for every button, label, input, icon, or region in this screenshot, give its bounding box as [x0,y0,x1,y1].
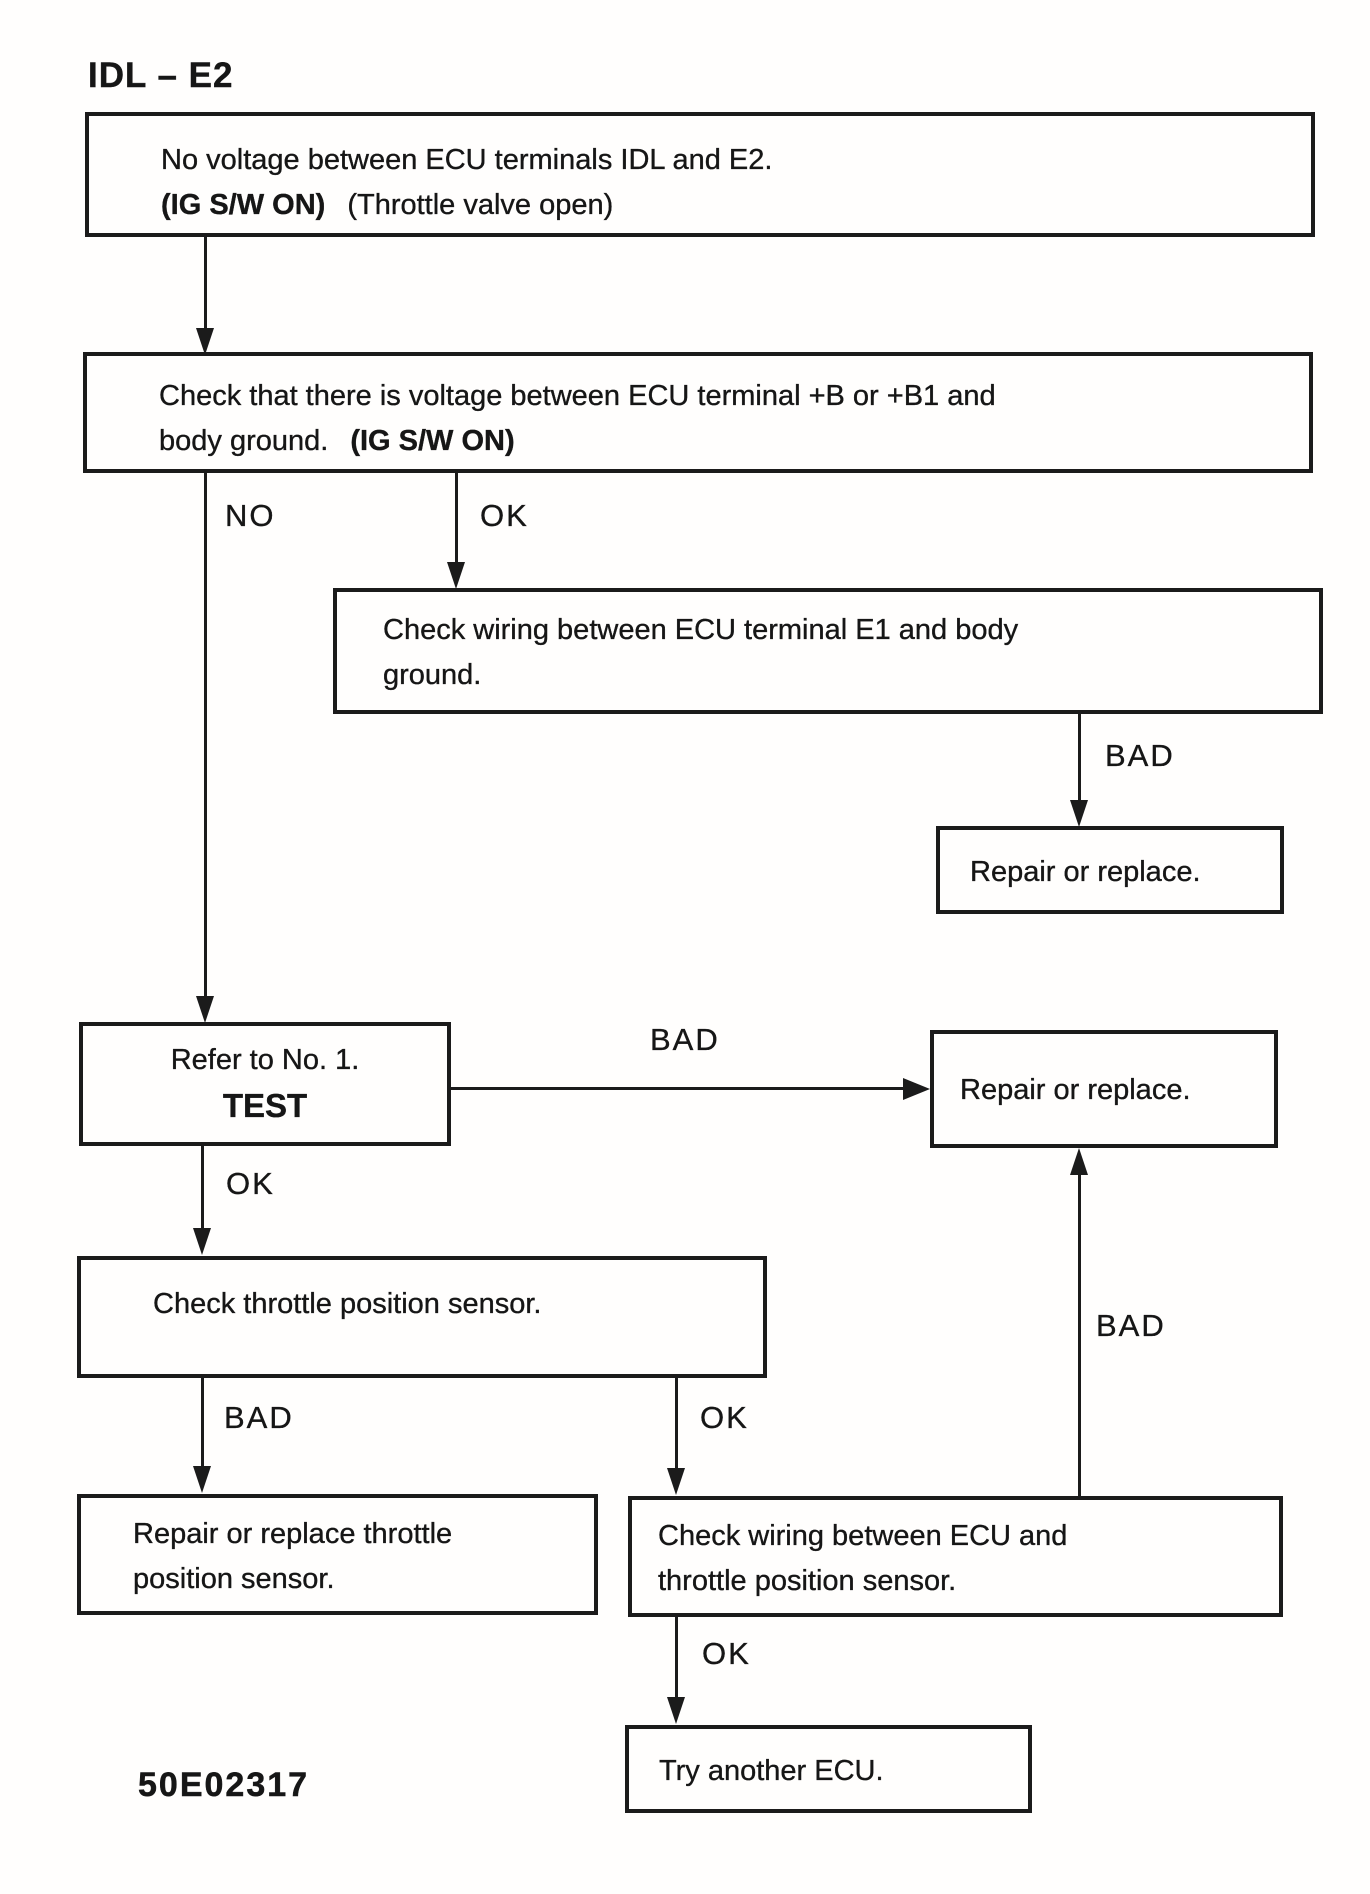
arrow-down-icon [667,1468,685,1495]
node-refer-test: Refer to No. 1. TEST [79,1022,451,1146]
connector-ok-branch [455,473,458,566]
throttle-valve-text: (Throttle valve open) [347,189,614,221]
node-check-wiring-tps: Check wiring between ECU and throttle po… [628,1496,1283,1617]
arrow-down-icon [193,1466,211,1493]
node-start-line2: (IG S/W ON) (Throttle valve open) [161,183,1311,228]
label-ok: OK [480,498,529,533]
node-repair-top: Repair or replace. [936,826,1284,914]
node-repair-tps-line2: position sensor. [133,1563,335,1595]
connector-ok-to-check-wiring [675,1378,678,1472]
connector-ok-to-check-tps [201,1146,204,1232]
body-ground-text: body ground. [159,425,329,457]
arrow-down-icon [1070,800,1088,827]
figure-code: 50E02317 [138,1766,310,1805]
node-try-ecu-text: Try another ECU. [659,1755,884,1787]
node-check-b-voltage: Check that there is voltage between ECU … [83,352,1313,473]
arrow-down-icon [196,328,214,355]
arrow-down-icon [196,996,214,1023]
node-check-wiring-e1-line2: ground. [383,659,482,691]
label-bad: BAD [650,1022,720,1057]
arrow-right-icon [903,1078,930,1100]
arrow-down-icon [447,562,465,589]
node-repair-right-text: Repair or replace. [960,1074,1191,1106]
node-check-tps: Check throttle position sensor. [77,1256,767,1378]
connector-start-to-checkvoltage [204,237,207,334]
label-bad: BAD [1096,1308,1166,1343]
node-check-wiring-e1: Check wiring between ECU terminal E1 and… [333,588,1323,714]
arrow-down-icon [667,1697,685,1724]
page-title: IDL – E2 [88,56,234,95]
node-repair-tps-line1: Repair or replace throttle [133,1518,453,1550]
label-ok: OK [700,1400,749,1435]
label-ok: OK [226,1166,275,1201]
node-repair-tps: Repair or replace throttle position sens… [77,1494,598,1615]
node-refer-test-line1: Refer to No. 1. [170,1044,360,1076]
label-bad: BAD [224,1400,294,1435]
connector-ok-to-try-ecu [675,1617,678,1701]
node-repair-top-text: Repair or replace. [970,856,1201,888]
node-check-tps-text: Check throttle position sensor. [153,1288,542,1320]
node-try-ecu: Try another ECU. [625,1725,1032,1813]
connector-bad-to-repair-top [1078,714,1081,804]
node-check-wiring-tps-line2: throttle position sensor. [658,1565,957,1597]
arrow-up-icon [1070,1148,1088,1175]
connector-bad-up-to-repair [1078,1172,1081,1496]
arrow-down-icon [193,1228,211,1255]
node-start: No voltage between ECU terminals IDL and… [85,112,1315,237]
node-refer-test-line2: TEST [222,1087,308,1124]
node-start-line1: No voltage between ECU terminals IDL and… [161,144,773,176]
ig-sw-on-text: (IG S/W ON) [161,189,326,221]
label-no: NO [225,498,276,533]
connector-bad-to-repair-right [451,1087,904,1090]
label-ok: OK [702,1636,751,1671]
connector-no-branch [204,473,207,1000]
ig-sw-on-text-2: (IG S/W ON) [350,425,515,457]
node-repair-right: Repair or replace. [930,1030,1278,1148]
node-check-wiring-tps-line1: Check wiring between ECU and [658,1520,1068,1552]
node-check-b-voltage-line2: body ground. (IG S/W ON) [159,419,1309,464]
label-bad: BAD [1105,738,1175,773]
node-check-wiring-e1-line1: Check wiring between ECU terminal E1 and… [383,614,1019,646]
node-check-b-voltage-line1: Check that there is voltage between ECU … [159,380,996,412]
connector-bad-to-repair-tps [201,1378,204,1470]
